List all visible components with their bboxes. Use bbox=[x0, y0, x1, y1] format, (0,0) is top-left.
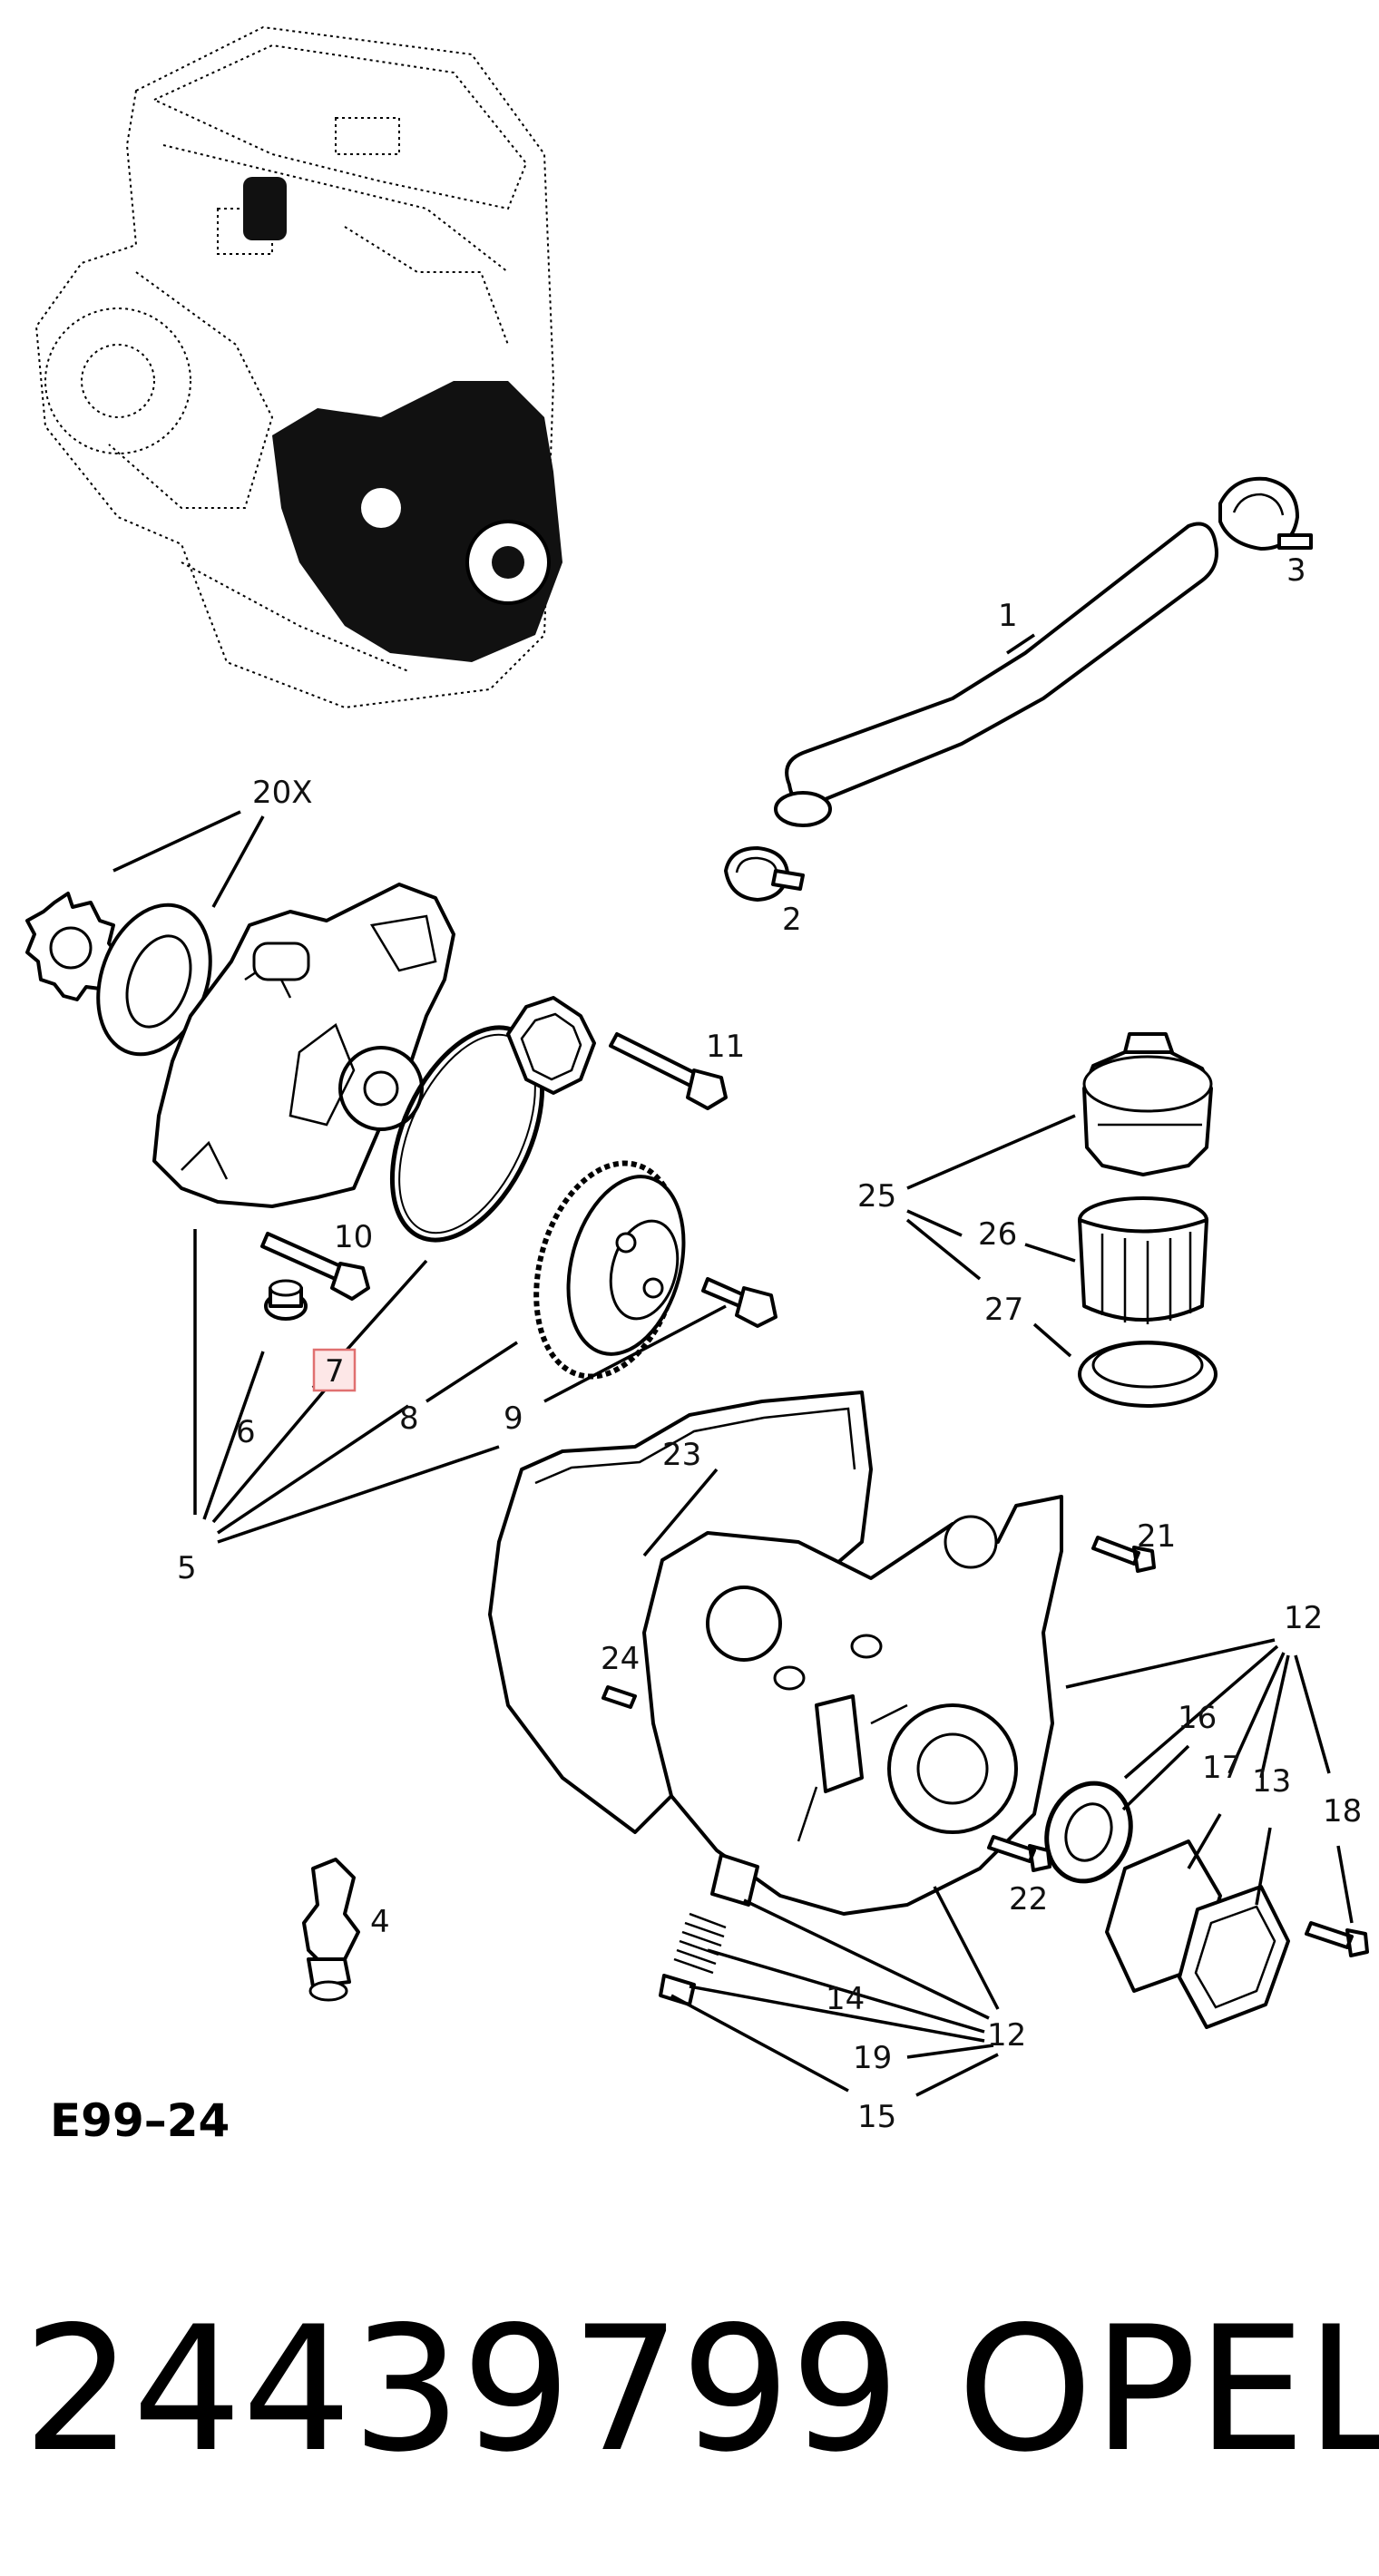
brand-name: OPEL bbox=[957, 2289, 1379, 2490]
bolt-part-9 bbox=[701, 1277, 778, 1328]
pin-part-24 bbox=[601, 1685, 637, 1709]
callout-24: 24 bbox=[601, 1641, 640, 1677]
callout-6: 6 bbox=[236, 1414, 256, 1450]
bolt-part-22 bbox=[987, 1835, 1051, 1872]
callout-26: 26 bbox=[978, 1216, 1017, 1253]
callout-7-highlighted: 7 bbox=[325, 1353, 345, 1390]
callout-13: 13 bbox=[1252, 1763, 1291, 1800]
callout-21: 21 bbox=[1137, 1518, 1176, 1555]
leader-lines bbox=[112, 633, 1354, 2097]
callout-20x: 20X bbox=[252, 775, 313, 811]
callout-12-right: 12 bbox=[1284, 1600, 1323, 1636]
timing-cover-part-12 bbox=[642, 1495, 1063, 1916]
callout-23: 23 bbox=[662, 1437, 701, 1473]
seal-part-16 bbox=[1044, 1781, 1133, 1884]
sensor-part-4 bbox=[302, 1858, 360, 2002]
callout-4: 4 bbox=[370, 1904, 390, 1940]
callout-11: 11 bbox=[706, 1029, 745, 1065]
plug-part-6 bbox=[264, 1279, 308, 1321]
part-number: 24439799 bbox=[23, 2289, 900, 2490]
callout-10: 10 bbox=[334, 1219, 373, 1255]
sensor-highlight-shape bbox=[243, 177, 287, 240]
callout-17: 17 bbox=[1202, 1750, 1241, 1786]
callout-14: 14 bbox=[826, 1981, 865, 2017]
gear-part-8 bbox=[533, 1160, 686, 1380]
callout-19: 19 bbox=[853, 2040, 892, 2076]
oil-filter-element-part-26 bbox=[1078, 1196, 1208, 1324]
callout-5: 5 bbox=[177, 1550, 197, 1586]
engine-overview-illustration bbox=[34, 25, 562, 709]
bolt-part-21 bbox=[1091, 1536, 1156, 1573]
callout-22: 22 bbox=[1009, 1881, 1048, 1917]
plunger-part-14 bbox=[710, 1853, 759, 1907]
callout-labels: 1 2 3 4 5 6 7 8 9 10 11 12 12 13 14 15 1… bbox=[177, 552, 1362, 2135]
callout-12-bottom: 12 bbox=[987, 2017, 1026, 2054]
bolt-part-10 bbox=[260, 1232, 370, 1301]
callout-8: 8 bbox=[399, 1400, 419, 1437]
callout-27: 27 bbox=[984, 1292, 1023, 1328]
spring-part-19 bbox=[673, 1912, 727, 1975]
highlighted-callout-box bbox=[312, 1348, 357, 1392]
callout-1: 1 bbox=[998, 598, 1018, 634]
oil-pump-housing bbox=[25, 883, 455, 1208]
bolt-part-11 bbox=[609, 1032, 728, 1110]
callout-25: 25 bbox=[857, 1178, 896, 1215]
callout-2: 2 bbox=[782, 902, 802, 938]
callout-18: 18 bbox=[1323, 1793, 1362, 1830]
oil-filter-seal-part-27 bbox=[1078, 1341, 1218, 1408]
callout-9: 9 bbox=[504, 1400, 523, 1437]
drawing-code: E99–24 bbox=[50, 2094, 230, 2147]
callout-16: 16 bbox=[1178, 1700, 1217, 1736]
bolt-part-18 bbox=[1305, 1921, 1369, 1957]
hose-assembly bbox=[724, 476, 1313, 902]
callout-15: 15 bbox=[857, 2099, 896, 2135]
callout-3: 3 bbox=[1286, 552, 1306, 589]
oil-filter-cap-part-25 bbox=[1082, 1032, 1213, 1176]
